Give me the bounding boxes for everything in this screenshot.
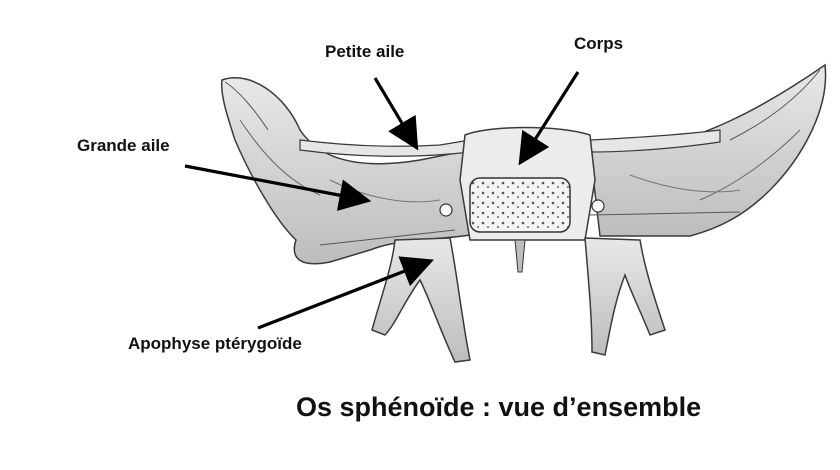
figure-caption: Os sphénoïde : vue d’ensemble	[296, 392, 702, 422]
foramen-left	[439, 203, 453, 217]
rostrum	[514, 239, 526, 273]
arrow-corps	[518, 71, 580, 166]
arrow-grande-aile	[184, 164, 372, 211]
label-grande-aile: Grande aile	[77, 136, 170, 155]
body-section-spongy	[469, 177, 571, 233]
label-corps: Corps	[574, 34, 624, 53]
pterygoid-process-left	[371, 237, 471, 363]
lesser-wing-right	[589, 129, 721, 153]
foramen-right	[591, 199, 605, 213]
label-apophyse-pterygoide: Apophyse ptérygoïde	[128, 334, 302, 353]
label-petite-aile: Petite aile	[325, 42, 405, 61]
greater-wing-right	[589, 63, 827, 237]
arrow-petite-aile	[373, 77, 419, 151]
arrow-apophyse	[257, 256, 434, 330]
pterygoid-process-right	[584, 237, 666, 356]
greater-wing-left	[220, 77, 471, 265]
